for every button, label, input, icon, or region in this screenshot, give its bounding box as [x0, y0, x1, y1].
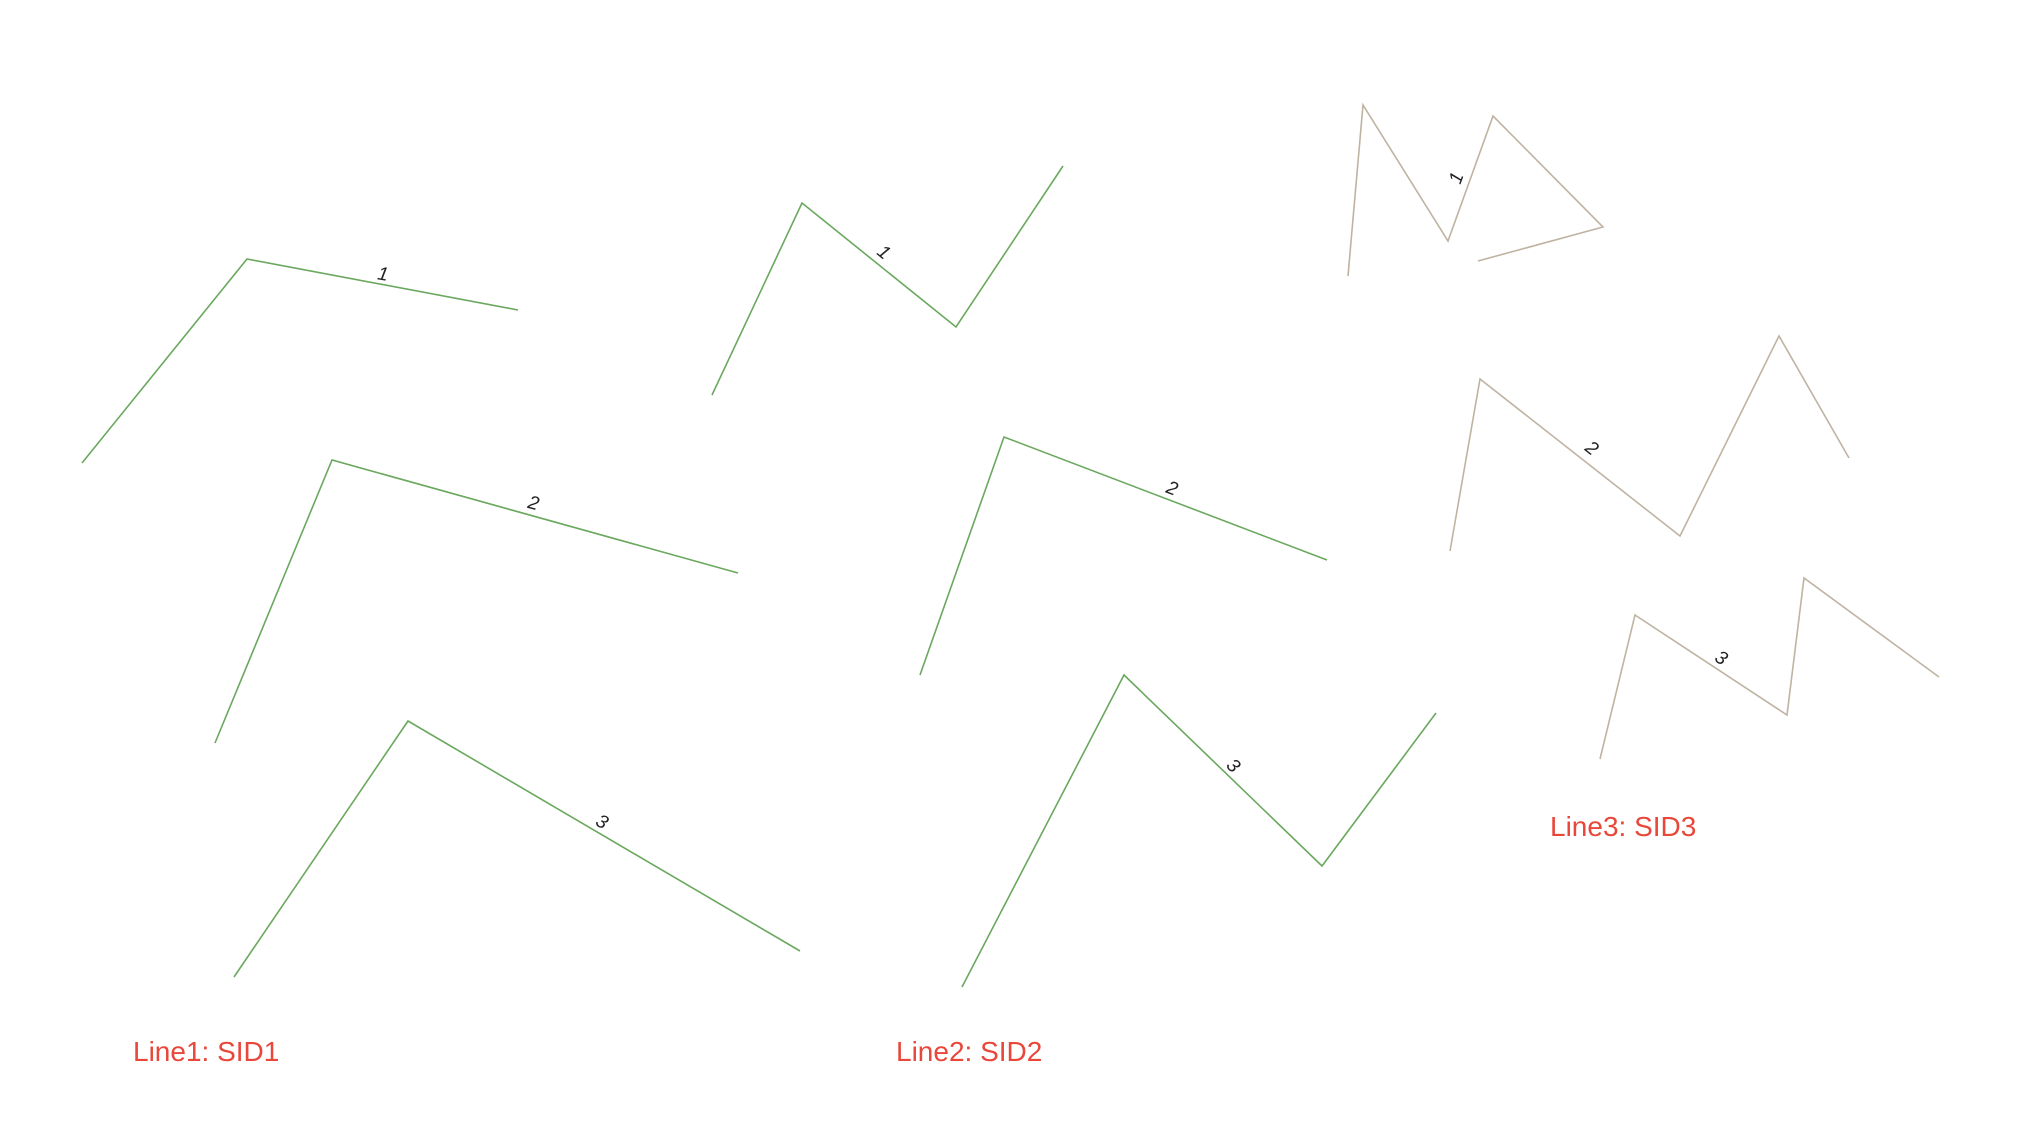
line1-segment-1-label: 1: [376, 263, 390, 286]
line2-segment-1: [711, 165, 1064, 396]
line2-segment-2-label: 2: [1162, 477, 1181, 501]
line2-segment-1-label: 1: [873, 241, 894, 264]
line3-segment-2: [1449, 334, 1850, 552]
line1-segment-2: [214, 459, 739, 744]
line1-segment-2-label: 2: [525, 492, 542, 515]
line1-segment-3: [233, 719, 801, 978]
line3-segment-2-label: 2: [1580, 437, 1602, 461]
line2-caption: Line2: SID2: [896, 1036, 1042, 1067]
line2-segment-2: [919, 435, 1328, 676]
line1-caption: Line1: SID1: [133, 1036, 279, 1067]
line3-segment-3: [1599, 576, 1940, 760]
group-line3: 1 2 3 Line3: SID3: [1347, 102, 1940, 842]
line3-segment-1-label: 1: [1445, 170, 1468, 187]
line2-segment-3-label: 3: [1222, 755, 1245, 778]
line1-segment-1: [81, 258, 519, 464]
line2-segment-3: [961, 673, 1437, 988]
line3-segment-1: [1347, 102, 1605, 277]
group-line1: 1 2 3 Line1: SID1: [81, 258, 801, 1067]
group-line2: 1 2 3 Line2: SID2: [711, 165, 1437, 1067]
line3-caption: Line3: SID3: [1550, 811, 1696, 842]
